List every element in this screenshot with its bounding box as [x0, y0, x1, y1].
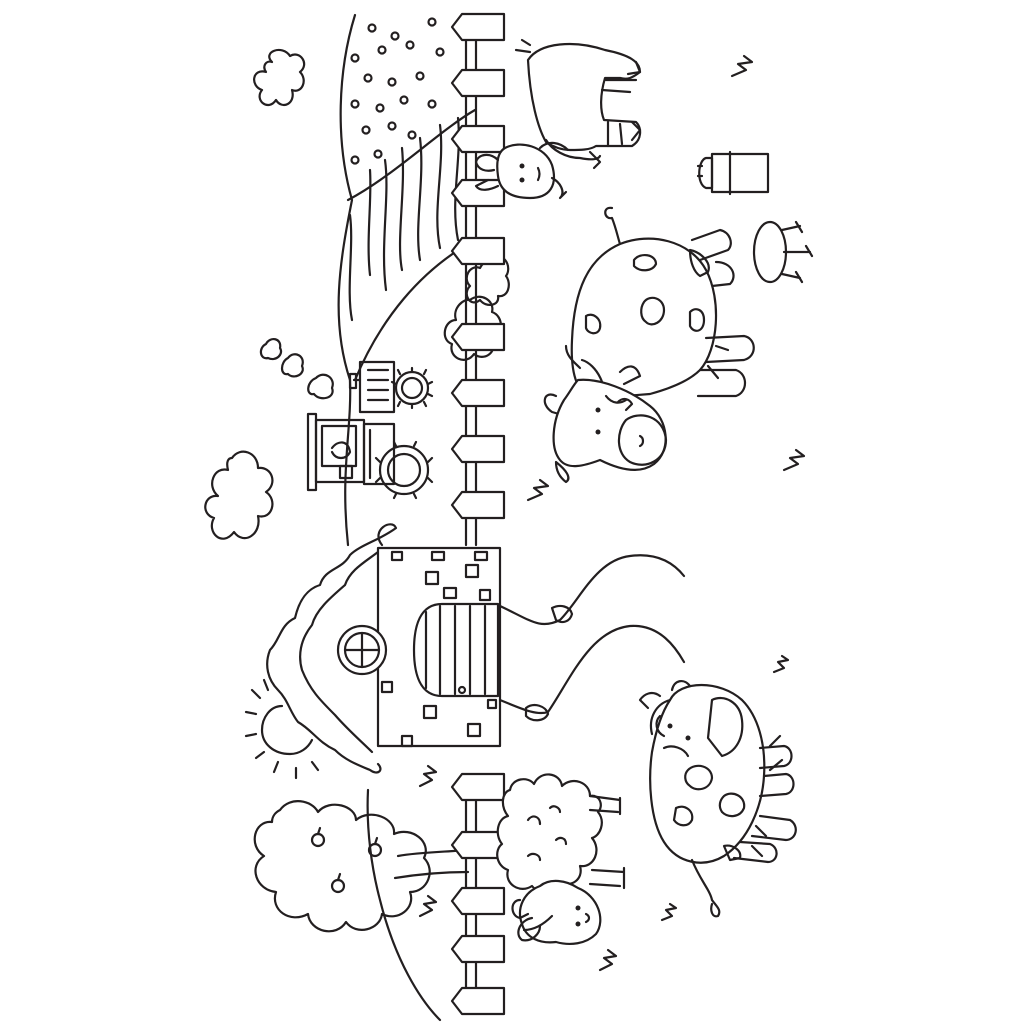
cloud-icon — [443, 256, 510, 361]
hills — [337, 13, 477, 1022]
cloud-icon — [253, 48, 306, 107]
cow-icon — [543, 206, 755, 484]
sheep-icon — [496, 773, 626, 945]
smoke-puffs — [259, 338, 334, 400]
sun-icon — [244, 678, 320, 780]
barn-icon — [266, 523, 502, 774]
grass-tuft-icon — [418, 54, 806, 972]
dotted-meadow — [350, 17, 445, 165]
cloud-icon — [204, 450, 274, 540]
tractor-icon — [306, 360, 434, 500]
cow-icon — [638, 680, 797, 918]
milk-can-icon — [696, 150, 770, 196]
goat-icon — [474, 38, 642, 200]
fence-icon — [450, 12, 506, 1016]
milking-stool-icon — [752, 220, 814, 284]
rope-lines — [498, 554, 686, 722]
plowed-field — [348, 116, 460, 322]
apple-tree-icon — [253, 800, 470, 933]
